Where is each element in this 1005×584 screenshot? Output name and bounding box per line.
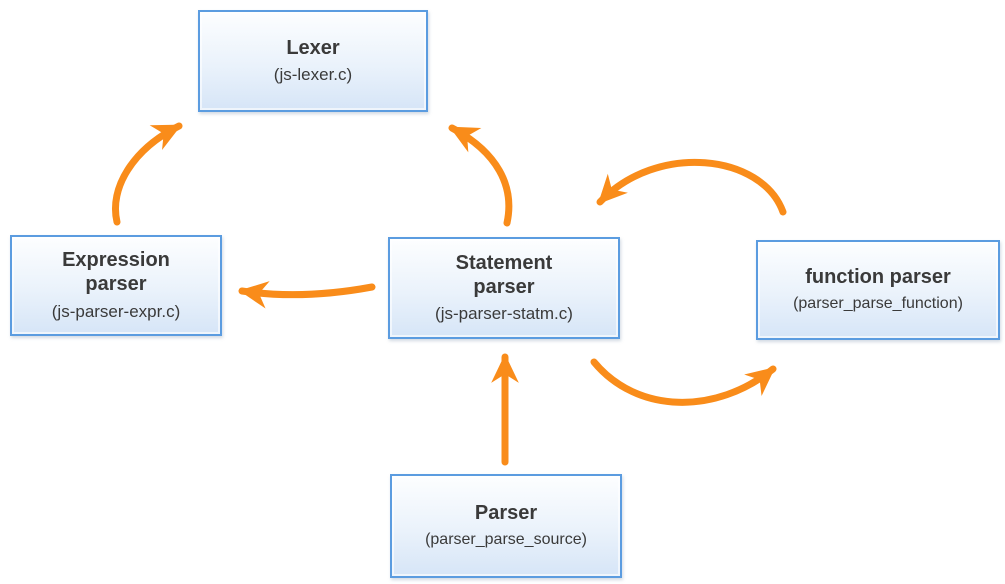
node-lexer-subtitle: (js-lexer.c) [273, 65, 353, 85]
node-expression-parser: Expression parser (js-parser-expr.c) [10, 235, 222, 336]
edge-statement-parser-to-lexer [448, 124, 513, 227]
edge-statement-parser-to-expression-parser [238, 281, 376, 309]
node-function-parser-subtitle: (parser_parse_function) [793, 294, 963, 312]
node-expression-parser-title: Expression parser [62, 249, 170, 296]
node-parser: Parser (parser_parse_source) [390, 474, 622, 578]
edge-statement-parser-to-function-parser [590, 358, 777, 406]
node-statement-parser-title: Statement parser [455, 251, 553, 298]
edge-expression-parser-to-lexer [112, 122, 183, 226]
node-function-parser: function parser (parser_parse_function) [756, 240, 1000, 340]
node-expression-parser-subtitle: (js-parser-expr.c) [51, 301, 181, 321]
node-parser-title: Parser [474, 502, 538, 525]
node-function-parser-title: function parser [805, 266, 951, 289]
node-statement-parser-subtitle: (js-parser-statm.c) [435, 304, 573, 324]
edge-function-parser-to-statement-parser [596, 158, 787, 216]
node-lexer: Lexer (js-lexer.c) [198, 10, 428, 112]
node-parser-subtitle: (parser_parse_source) [425, 530, 587, 548]
node-statement-parser: Statement parser (js-parser-statm.c) [388, 237, 620, 339]
node-lexer-title: Lexer [286, 36, 340, 59]
